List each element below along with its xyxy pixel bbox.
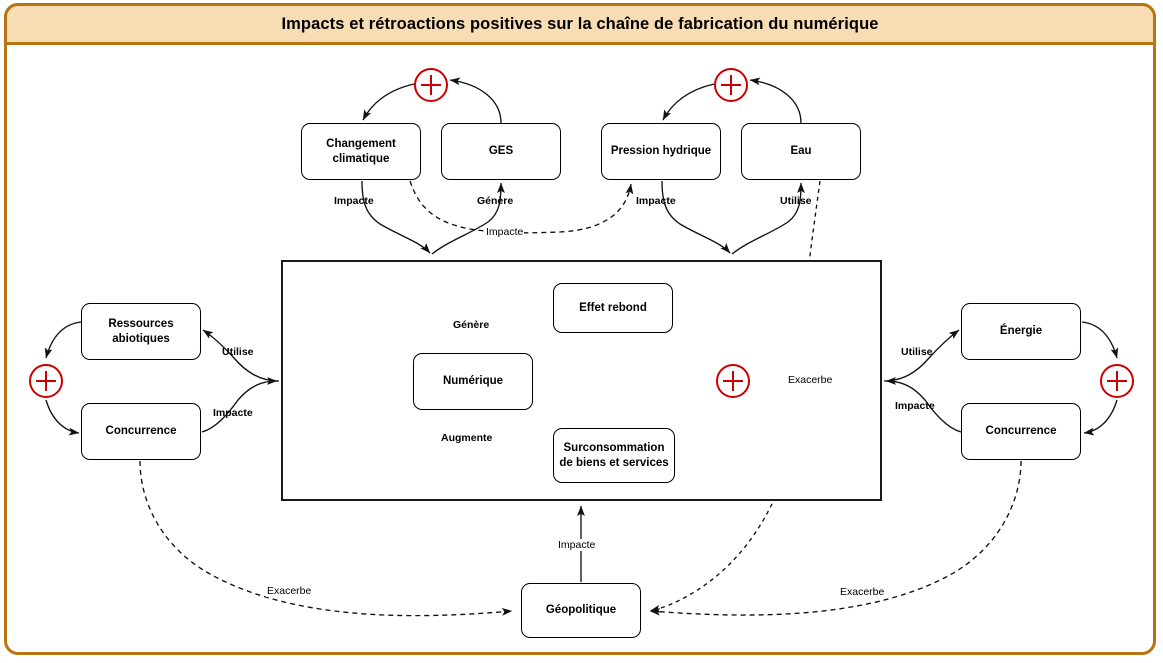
node-effet-rebond[interactable]: Effet rebond [553, 283, 673, 333]
edge-label-impacte-dashed-haut: Impacte [485, 226, 525, 238]
node-surconsommation[interactable]: Surconsommation de biens et services [553, 428, 675, 483]
node-concurrence-gauche-label: Concurrence [105, 425, 177, 438]
node-effet-rebond-label: Effet rebond [579, 301, 647, 314]
node-ges[interactable]: GES [441, 123, 561, 180]
edge-label-utilise-droite: Utilise [901, 346, 933, 358]
node-ressources-abiotiques-label: Ressources abiotiques [108, 318, 174, 345]
node-numerique[interactable]: Numérique [413, 353, 533, 410]
node-numerique-label: Numérique [442, 375, 504, 388]
edge-label-exacerbe-central: Exacerbe [787, 374, 834, 386]
node-pression-hydrique[interactable]: Pression hydrique [601, 123, 721, 180]
edge-label-impacte-gauche: Impacte [213, 407, 253, 419]
node-changement-climatique[interactable]: Changement climatique [301, 123, 421, 180]
plus-loop-marker-climat-icon [414, 68, 448, 102]
node-eau[interactable]: Eau [741, 123, 861, 180]
node-concurrence-droite-label: Concurrence [985, 425, 1057, 438]
plus-loop-marker-gauche-icon [29, 364, 63, 398]
node-pression-hydrique-label: Pression hydrique [610, 145, 712, 158]
edge-label-impacte-geopolitique: Impacte [557, 539, 597, 551]
edge-label-exacerbe-droite: Exacerbe [839, 586, 886, 598]
plus-loop-marker-central-icon [716, 364, 750, 398]
plus-loop-marker-droite-icon [1100, 364, 1134, 398]
edge-label-impacte-droite: Impacte [895, 400, 935, 412]
node-surconsommation-label: Surconsommation de biens et services [559, 442, 669, 469]
node-eau-label: Eau [790, 145, 812, 158]
node-ressources-abiotiques[interactable]: Ressources abiotiques [81, 303, 201, 360]
edge-label-impacte-hydrique: Impacte [636, 195, 676, 207]
edge-label-genere-central: Génère [453, 319, 490, 331]
node-concurrence-gauche[interactable]: Concurrence [81, 403, 201, 460]
edge-label-genere-ges: Génère [477, 195, 514, 207]
node-energie-label: Énergie [999, 325, 1043, 338]
page-title: Impacts et rétroactions positives sur la… [281, 14, 879, 33]
edge-label-exacerbe-gauche: Exacerbe [266, 585, 313, 597]
edge-label-augmente-central: Augmente [441, 432, 493, 444]
edge-label-utilise-eau: Utilise [780, 195, 812, 207]
node-geopolitique[interactable]: Géopolitique [521, 583, 641, 638]
node-ges-label: GES [488, 145, 514, 158]
edge-label-impacte-climat: Impacte [334, 195, 374, 207]
node-changement-climatique-label: Changement climatique [326, 138, 396, 165]
diagram-title-bar: Impacts et rétroactions positives sur la… [4, 3, 1156, 45]
node-energie[interactable]: Énergie [961, 303, 1081, 360]
edge-label-utilise-gauche: Utilise [222, 346, 254, 358]
node-concurrence-droite[interactable]: Concurrence [961, 403, 1081, 460]
node-geopolitique-label: Géopolitique [545, 604, 617, 617]
plus-loop-marker-eau-icon [714, 68, 748, 102]
